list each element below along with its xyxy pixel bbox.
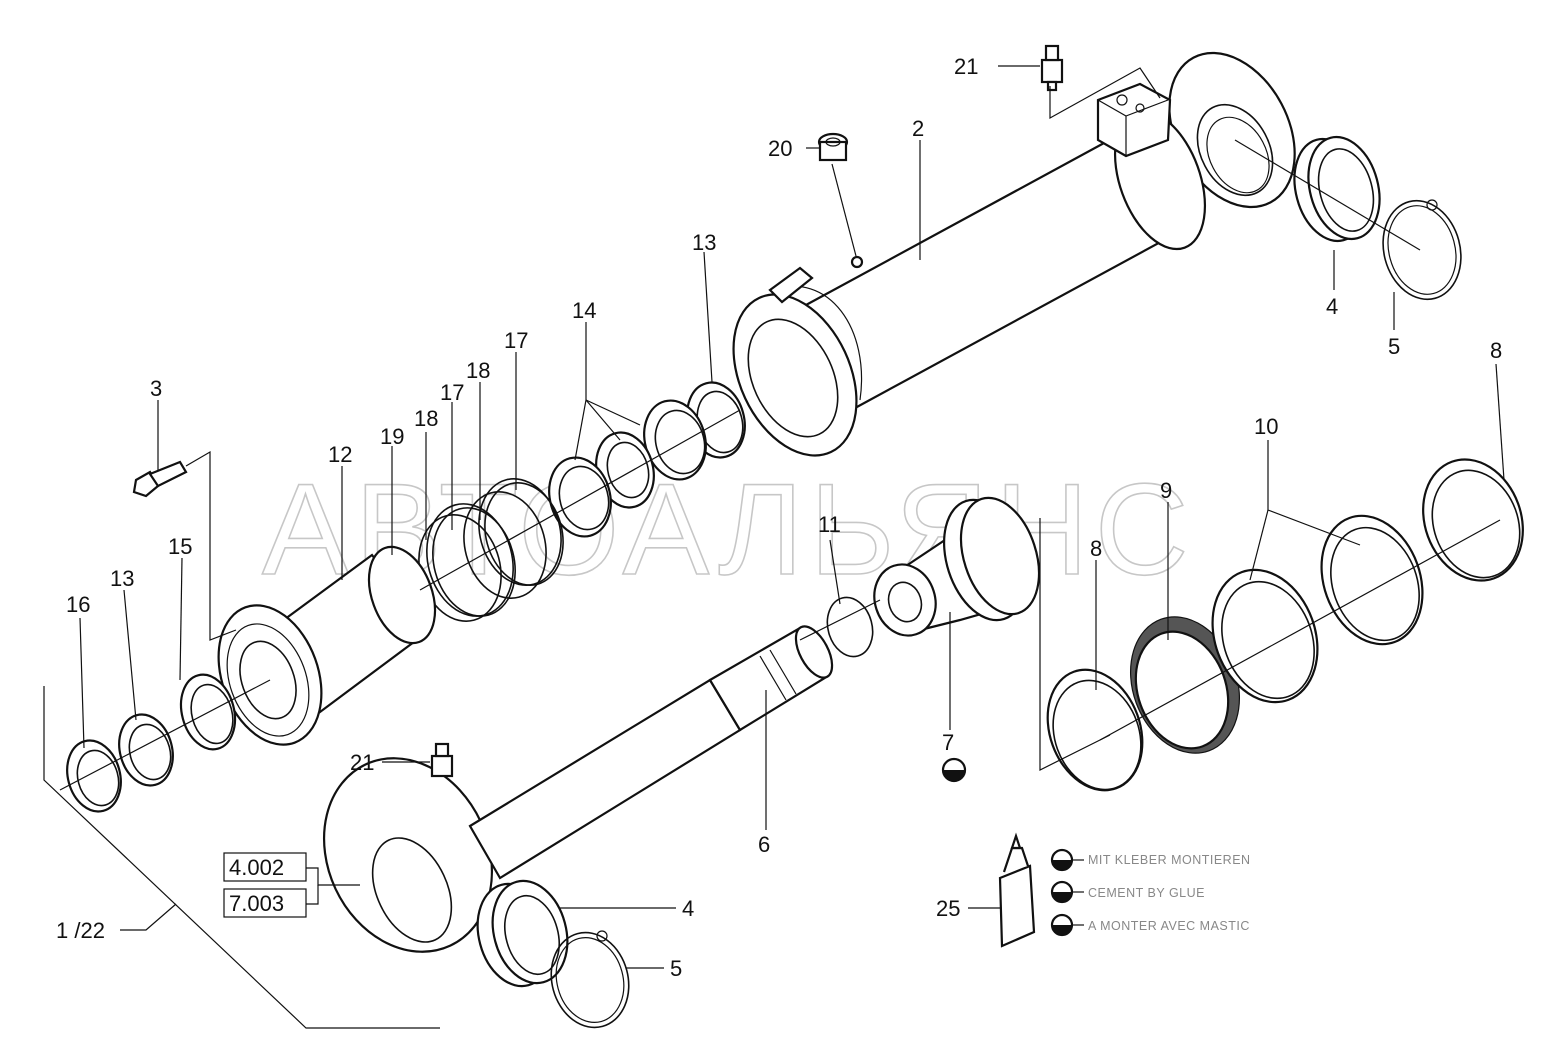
label-19: 19: [380, 424, 404, 449]
circlip-5-lower: [550, 930, 630, 1029]
label-20: 20: [768, 136, 792, 161]
label-7: 7: [942, 730, 954, 755]
piston-7: [873, 496, 1041, 637]
reference-4-002: 4.002: [229, 855, 284, 880]
reference-7-003: 7.003: [229, 891, 284, 916]
ring-8-left: [1046, 668, 1144, 792]
label-11: 11: [818, 512, 841, 537]
legend-marker-de: [1050, 848, 1074, 872]
label-8-right: 8: [1490, 338, 1502, 363]
glue-marker-7: [941, 757, 967, 783]
rings-17-18: [418, 478, 564, 622]
o-ring-11: [826, 596, 874, 658]
label-17-left: 17: [440, 380, 464, 405]
legend-marker-fr: [1050, 913, 1074, 937]
legend-text-de: MIT KLEBER MONTIEREN: [1088, 853, 1251, 867]
label-18-left: 18: [414, 406, 438, 431]
label-18-right: 18: [466, 358, 490, 383]
label-16: 16: [66, 592, 90, 617]
bushing-4-lower: [476, 879, 569, 988]
bushing-4-upper: [1293, 135, 1381, 243]
axis-lines: [59, 139, 1501, 791]
bolt-3: [132, 460, 188, 498]
ring-16: [66, 739, 122, 813]
plug-20: [817, 132, 849, 162]
gland-12: [217, 545, 437, 746]
label-13-lower: 13: [110, 566, 134, 591]
cylinder-barrel: [732, 51, 1296, 457]
label-5-upper: 5: [1388, 334, 1400, 359]
glue-tube-25: [998, 832, 1036, 948]
label-25: 25: [936, 896, 960, 921]
circlip-5-upper: [1382, 199, 1462, 301]
label-6: 6: [758, 832, 770, 857]
label-17-right: 17: [504, 328, 528, 353]
legend-text-fr: A MONTER AVEC MASTIC: [1088, 919, 1250, 933]
label-13-upper: 13: [692, 230, 716, 255]
label-12: 12: [328, 442, 352, 467]
leader-lines: [43, 65, 1505, 1029]
seals-14: [548, 399, 707, 538]
label-4-lower: 4: [682, 896, 694, 921]
ring-10: [1211, 514, 1424, 704]
label-14: 14: [572, 298, 596, 323]
legend-marker-en: [1050, 880, 1074, 904]
label-8-left: 8: [1090, 536, 1102, 561]
label-15: 15: [168, 534, 192, 559]
glue-legend: MIT KLEBER MONTIEREN CEMENT BY GLUE A MO…: [1050, 848, 1251, 937]
piston-rod-6: [322, 625, 834, 953]
label-4-upper: 4: [1326, 294, 1338, 319]
label-21-top: 21: [954, 54, 978, 79]
ring-13-lower: [118, 713, 174, 787]
label-2: 2: [912, 116, 924, 141]
grease-nipple-21-lower: [430, 742, 454, 778]
part-labels: 21 20 2 4 5 8 10 9 8 11 7 6 13 14 17 18 …: [56, 54, 1502, 981]
label-10: 10: [1254, 414, 1278, 439]
label-9: 9: [1160, 478, 1172, 503]
grease-nipple-21-top: [1040, 44, 1064, 92]
label-3: 3: [150, 376, 162, 401]
label-5-lower: 5: [670, 956, 682, 981]
label-21-lower: 21: [350, 750, 374, 775]
legend-text-en: CEMENT BY GLUE: [1088, 886, 1205, 900]
reference-boxes: 4.002 7.003: [223, 852, 307, 918]
label-1-22: 1 /22: [56, 918, 105, 943]
ring-8-right: [1422, 458, 1524, 582]
